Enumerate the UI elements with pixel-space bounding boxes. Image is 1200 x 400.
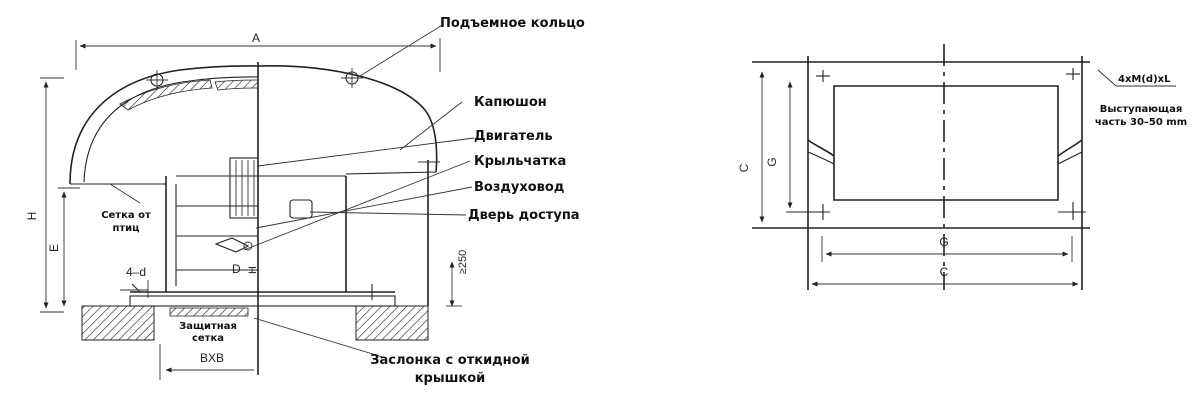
label-duct: Воздуховод bbox=[474, 180, 564, 195]
flange-dim-c-horizontal: C bbox=[940, 265, 949, 279]
dim-h-label: H bbox=[25, 212, 39, 221]
flange-dim-c-vertical: C bbox=[737, 163, 751, 172]
flange-protrusion-1: Выступающая bbox=[1100, 104, 1183, 115]
label-motor: Двигатель bbox=[474, 129, 553, 144]
flange-dim-g-vertical: G bbox=[765, 157, 779, 166]
label-lifting-ring: Подъемное кольцо bbox=[440, 16, 585, 31]
hood-shell bbox=[69, 65, 438, 185]
label-damper-2: крышкой bbox=[415, 371, 486, 386]
dimension-min-250: ≥250 bbox=[446, 250, 469, 307]
dim-a-label: A bbox=[252, 31, 260, 45]
label-bird-screen-1: Сетка от bbox=[101, 210, 151, 221]
label-bird-screen-2: птиц bbox=[112, 223, 139, 234]
lifting-ring-icon bbox=[146, 68, 363, 90]
flange-lower-profile bbox=[807, 139, 1083, 201]
flange-opening bbox=[833, 85, 1059, 156]
label-hood: Капюшон bbox=[474, 95, 547, 110]
dim-d-label: D bbox=[232, 262, 241, 276]
label-access-door: Дверь доступа bbox=[468, 208, 580, 223]
flange-bolt-note: 4xM(d)xL bbox=[1118, 74, 1171, 85]
label-impeller: Крыльчатка bbox=[474, 154, 566, 169]
dimension-e: E bbox=[47, 187, 80, 307]
dim-e-label: E bbox=[47, 244, 61, 252]
dimension-a: A bbox=[75, 31, 441, 72]
dim-4d-label: 4–d bbox=[126, 265, 146, 279]
motor-body bbox=[229, 157, 259, 219]
dim-inner-h-label: H bbox=[247, 266, 259, 274]
impeller-blade bbox=[214, 237, 250, 253]
label-protective-mesh-1: Защитная bbox=[179, 321, 237, 332]
flange-dim-g-horizontal: G bbox=[939, 235, 948, 249]
access-door bbox=[289, 199, 313, 219]
label-protective-mesh-2: сетка bbox=[192, 333, 224, 344]
dimension-4d: 4–d bbox=[120, 265, 149, 298]
flange-drawing: C G G C 4xM(d)xL Выступающая часть 30–50… bbox=[737, 44, 1187, 290]
bolt-marks bbox=[786, 68, 1086, 220]
dimension-bxb: BXB bbox=[159, 344, 254, 380]
fan-body: D H bbox=[165, 157, 347, 293]
label-damper-1: Заслонка с откидной bbox=[370, 353, 529, 368]
roof-fan-drawing: A H E bbox=[25, 16, 585, 386]
leader-lines bbox=[109, 23, 475, 359]
dim-bxb-label: BXB bbox=[200, 351, 224, 365]
fan-base bbox=[81, 160, 440, 341]
flange-protrusion-2: часть 30–50 mm bbox=[1095, 117, 1187, 128]
dimension-h: H bbox=[25, 77, 64, 313]
dim-min-250-label: ≥250 bbox=[457, 250, 469, 274]
